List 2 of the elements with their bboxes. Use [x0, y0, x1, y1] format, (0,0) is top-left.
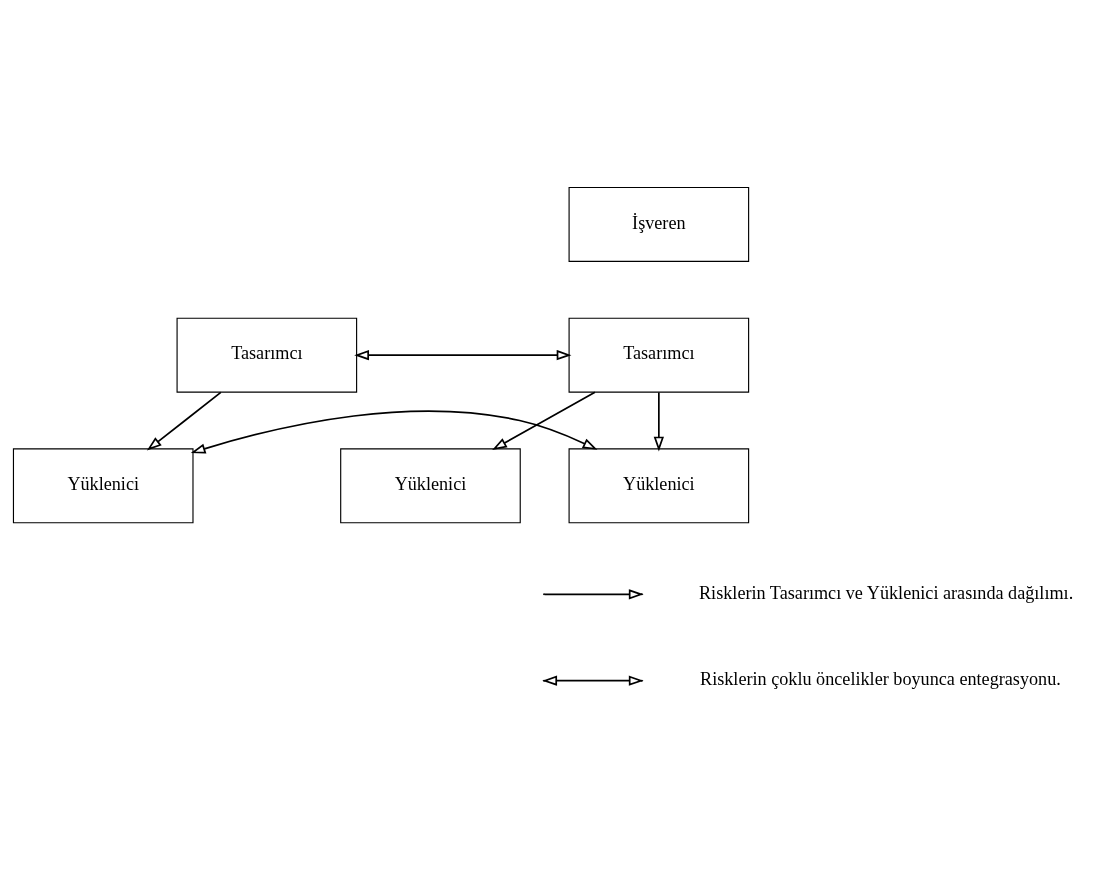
legend-label: Risklerin Tasarımcı ve Yüklenici arasında dağılımı.	[699, 582, 1074, 603]
legend-label: Risklerin çoklu öncelikler boyunca entegrasyonu.	[700, 668, 1061, 689]
